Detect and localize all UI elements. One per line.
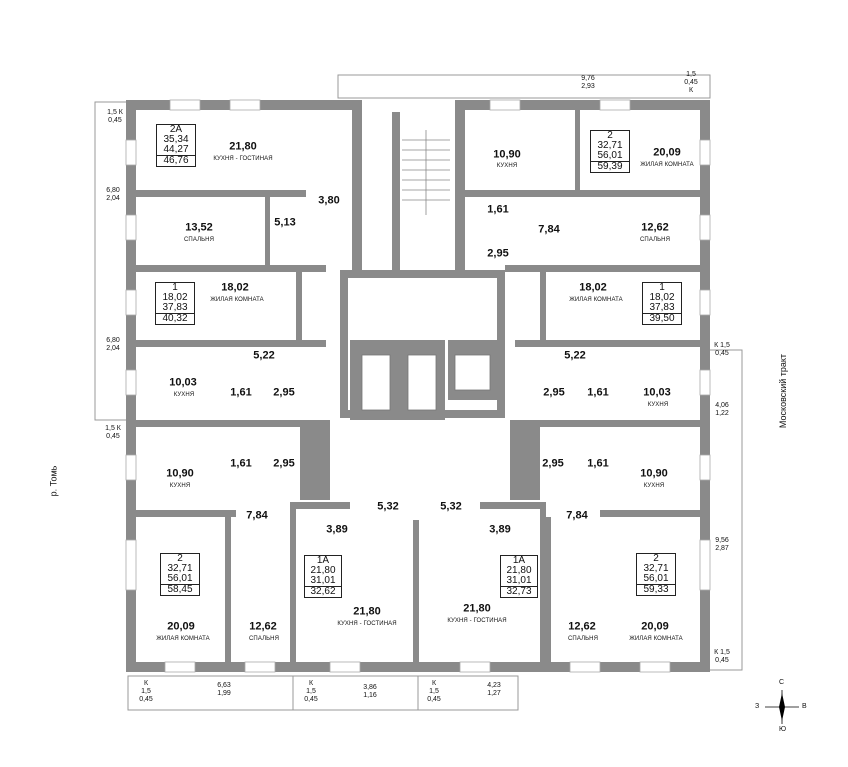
room-area: 5,22 xyxy=(564,349,586,362)
room-name: КУХНЯ xyxy=(496,163,518,169)
balcony-left xyxy=(94,101,129,421)
room-name: СПАЛЬНЯ xyxy=(248,636,280,642)
room-area: 5,32 xyxy=(440,500,462,513)
room-name: КУХНЯ xyxy=(643,483,665,489)
room-area: 2,95 xyxy=(273,386,295,399)
room-area: 12,62 xyxy=(568,620,596,633)
room-name: СПАЛЬНЯ xyxy=(567,636,599,642)
room-area: 7,84 xyxy=(538,223,560,236)
room-area: 18,02 xyxy=(579,281,607,294)
room-area: 21,80 xyxy=(229,140,257,153)
room-area: 20,09 xyxy=(653,146,681,159)
room-area: 2,95 xyxy=(273,457,295,470)
room-area: 10,03 xyxy=(169,376,197,389)
compass-west: З xyxy=(755,703,760,710)
room-area: 21,80 xyxy=(353,605,381,618)
room-area: 5,22 xyxy=(253,349,275,362)
room-area: 10,03 xyxy=(643,386,671,399)
street-label-left: р. Томь xyxy=(48,465,59,497)
room-area: 1,61 xyxy=(587,386,609,399)
room-name: ЖИЛАЯ КОМНАТА xyxy=(629,636,683,642)
room-area: 3,89 xyxy=(489,523,511,536)
room-name: КУХНЯ xyxy=(173,392,195,398)
compass-east: В xyxy=(802,703,807,710)
room-area: 2,95 xyxy=(542,457,564,470)
room-name: ЖИЛАЯ КОМНАТА xyxy=(210,297,264,303)
room-area: 21,80 xyxy=(463,602,491,615)
room-area: 1,61 xyxy=(587,457,609,470)
room-area: 7,84 xyxy=(566,509,588,522)
compass-south: Ю xyxy=(779,726,787,733)
room-area: 10,90 xyxy=(493,148,521,161)
room-area: 2,95 xyxy=(487,247,509,260)
room-name: СПАЛЬНЯ xyxy=(639,237,671,243)
room-area: 10,90 xyxy=(166,467,194,480)
room-area: 3,80 xyxy=(318,194,340,207)
room-area: 1,61 xyxy=(230,457,252,470)
room-area: 5,32 xyxy=(377,500,399,513)
balcony-bottom-3 xyxy=(417,675,519,711)
room-name: КУХНЯ - ГОСТИНАЯ xyxy=(213,156,273,162)
balcony-top xyxy=(337,74,711,99)
compass-north: С xyxy=(779,679,785,686)
room-area: 2,95 xyxy=(543,386,565,399)
room-name: СПАЛЬНЯ xyxy=(183,237,215,243)
room-name: КУХНЯ - ГОСТИНАЯ xyxy=(447,618,507,624)
room-area: 3,89 xyxy=(326,523,348,536)
room-name: ЖИЛАЯ КОМНАТА xyxy=(640,162,694,168)
room-area: 12,62 xyxy=(641,221,669,234)
room-area: 20,09 xyxy=(167,620,195,633)
street-label-right: Московский тракт xyxy=(778,353,789,429)
room-name: ЖИЛАЯ КОМНАТА xyxy=(156,636,210,642)
room-area: 18,02 xyxy=(221,281,249,294)
room-name: ЖИЛАЯ КОМНАТА xyxy=(569,297,623,303)
room-name: КУХНЯ xyxy=(647,402,669,408)
room-area: 5,13 xyxy=(274,216,296,229)
room-area: 1,61 xyxy=(230,386,252,399)
room-area: 1,61 xyxy=(487,203,509,216)
room-area: 7,84 xyxy=(246,509,268,522)
room-name: КУХНЯ - ГОСТИНАЯ xyxy=(337,621,397,627)
balcony-right xyxy=(707,349,743,671)
room-name: КУХНЯ xyxy=(169,483,191,489)
room-area: 10,90 xyxy=(640,467,668,480)
room-area: 20,09 xyxy=(641,620,669,633)
room-area: 13,52 xyxy=(185,221,213,234)
room-area: 12,62 xyxy=(249,620,277,633)
